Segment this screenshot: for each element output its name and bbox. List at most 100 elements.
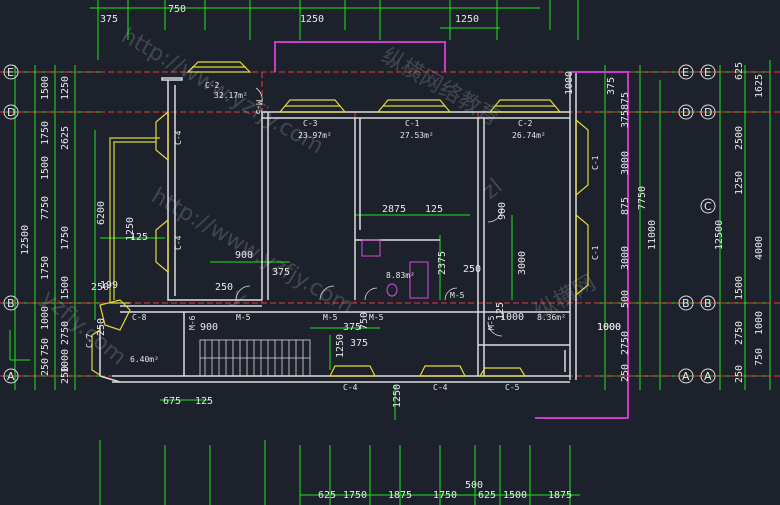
- left-mid-dim: 1750: [60, 226, 71, 250]
- bottom-dim: 1750: [433, 490, 457, 501]
- window-label: C-1: [405, 119, 420, 128]
- top-dim: 1250: [455, 14, 479, 25]
- inner-dim: 199: [100, 280, 118, 291]
- axis-label-e: E: [7, 66, 14, 79]
- door-label: M-5: [487, 315, 496, 330]
- window-label: C-7: [85, 333, 94, 348]
- right-dim: 2750: [620, 331, 631, 355]
- top-dim: 750: [168, 4, 186, 15]
- axis-label-d: D: [7, 106, 15, 119]
- right-dim: 3000: [620, 246, 631, 270]
- door-label: M-5: [254, 100, 263, 115]
- room-area-label: 8.36m²: [537, 313, 566, 322]
- inner-dim: 375: [343, 322, 361, 333]
- room-area-label: 6.40m²: [130, 355, 159, 364]
- left-mid-dim: 2625: [60, 126, 71, 150]
- axis-label-a: A: [682, 370, 690, 383]
- bottom-dim: 1875: [388, 490, 412, 501]
- inner-dim: 250: [215, 282, 233, 293]
- inner-dim: 1250: [392, 384, 403, 408]
- top-dim: 1250: [300, 14, 324, 25]
- bottom-dim: 625: [478, 490, 496, 501]
- stairs: [199, 339, 311, 377]
- inner-dim: 1250: [335, 334, 346, 358]
- window-label: C-1: [591, 155, 600, 170]
- left-mid-dim: 7750: [40, 196, 51, 220]
- door-label: M-5: [450, 291, 465, 300]
- inner-dim: 900: [235, 250, 253, 261]
- inner-dim: 125: [495, 302, 506, 320]
- axis-bubbles: [3, 64, 716, 384]
- inner-dim: 250: [463, 264, 481, 275]
- dimension-lines: [5, 0, 771, 505]
- far-right-dim: 12500: [714, 220, 725, 250]
- left-mid-dim: 2750: [60, 321, 71, 345]
- top-dim: 375: [100, 14, 118, 25]
- room-area-label: 23.97m²: [298, 131, 332, 140]
- left-inner-dim: 1500: [40, 156, 51, 180]
- inner-dim: 900: [200, 322, 218, 333]
- door-label: M-5: [369, 313, 384, 322]
- left-mid-dim: 1500: [60, 276, 71, 300]
- right-dim: 7750: [637, 186, 648, 210]
- window-label: C-2: [518, 119, 533, 128]
- far-right-dim: 250: [734, 365, 745, 383]
- window-label: C-4: [174, 130, 183, 145]
- left-inner-dim: 1250: [125, 217, 136, 241]
- far-right-dim: 2500: [734, 126, 745, 150]
- bottom-dim: 1750: [343, 490, 367, 501]
- right-dim: 500: [620, 290, 631, 308]
- far-right-dim: 4000: [754, 236, 765, 260]
- window-label: C-4: [433, 383, 448, 392]
- axis-label-d: D: [682, 106, 690, 119]
- axis-label-b: B: [7, 297, 15, 310]
- left-inner-dim: 1750: [40, 256, 51, 280]
- right-dim: 375: [620, 110, 631, 128]
- axis-label-d: D: [704, 106, 712, 119]
- room-area-label: 8.83m²: [386, 271, 415, 280]
- axis-label-a: A: [704, 370, 712, 383]
- left-outer-dim: 12500: [20, 225, 31, 255]
- inner-dim: 750: [359, 312, 370, 330]
- bottom-dim: 625: [318, 490, 336, 501]
- inner-dim: 125: [195, 396, 213, 407]
- axis-label-a: A: [7, 370, 15, 383]
- left-inner-dim: 1000: [60, 349, 71, 373]
- boundary-outline: [274, 41, 629, 419]
- right-dim: 250: [620, 364, 631, 382]
- right-dim: 375: [606, 77, 617, 95]
- window-label: C-2: [205, 81, 220, 90]
- left-inner-dim: 1000: [40, 306, 51, 330]
- inner-dim: 125: [130, 232, 148, 243]
- axis-label-c: C: [704, 200, 712, 213]
- far-right-dim: 750: [754, 348, 765, 366]
- window-label: C-5: [505, 383, 520, 392]
- axis-label-b: B: [682, 297, 690, 310]
- inner-dim: 375: [272, 267, 290, 278]
- left-inner-dim: 1750: [40, 121, 51, 145]
- left-inner-dim: 1500: [40, 76, 51, 100]
- bottom-dim: 500: [465, 480, 483, 491]
- room-area-label: 32.17m²: [214, 91, 248, 100]
- window-label: C-8: [132, 313, 147, 322]
- left-inner-dim: 1250: [60, 76, 71, 100]
- left-inner-dim: 750: [40, 338, 51, 356]
- axis-label-b: B: [704, 297, 712, 310]
- window-label: C-1: [591, 245, 600, 260]
- balcony: [109, 137, 160, 304]
- watermark: http://www.yzfjy.com: [117, 24, 328, 160]
- left-inner-dim: 250: [40, 358, 51, 376]
- watermark: zl: [478, 174, 508, 205]
- inner-dim: 250: [91, 282, 109, 293]
- right-dim: 1000: [597, 322, 621, 333]
- far-right-dim: 625: [734, 62, 745, 80]
- far-right-dim: 2750: [734, 321, 745, 345]
- far-right-dim: 1250: [734, 171, 745, 195]
- inner-dim: 1000: [597, 322, 621, 333]
- door-label: M-5: [323, 313, 338, 322]
- left-inner-dim: 250: [60, 366, 71, 384]
- window-label: C-4: [174, 235, 183, 250]
